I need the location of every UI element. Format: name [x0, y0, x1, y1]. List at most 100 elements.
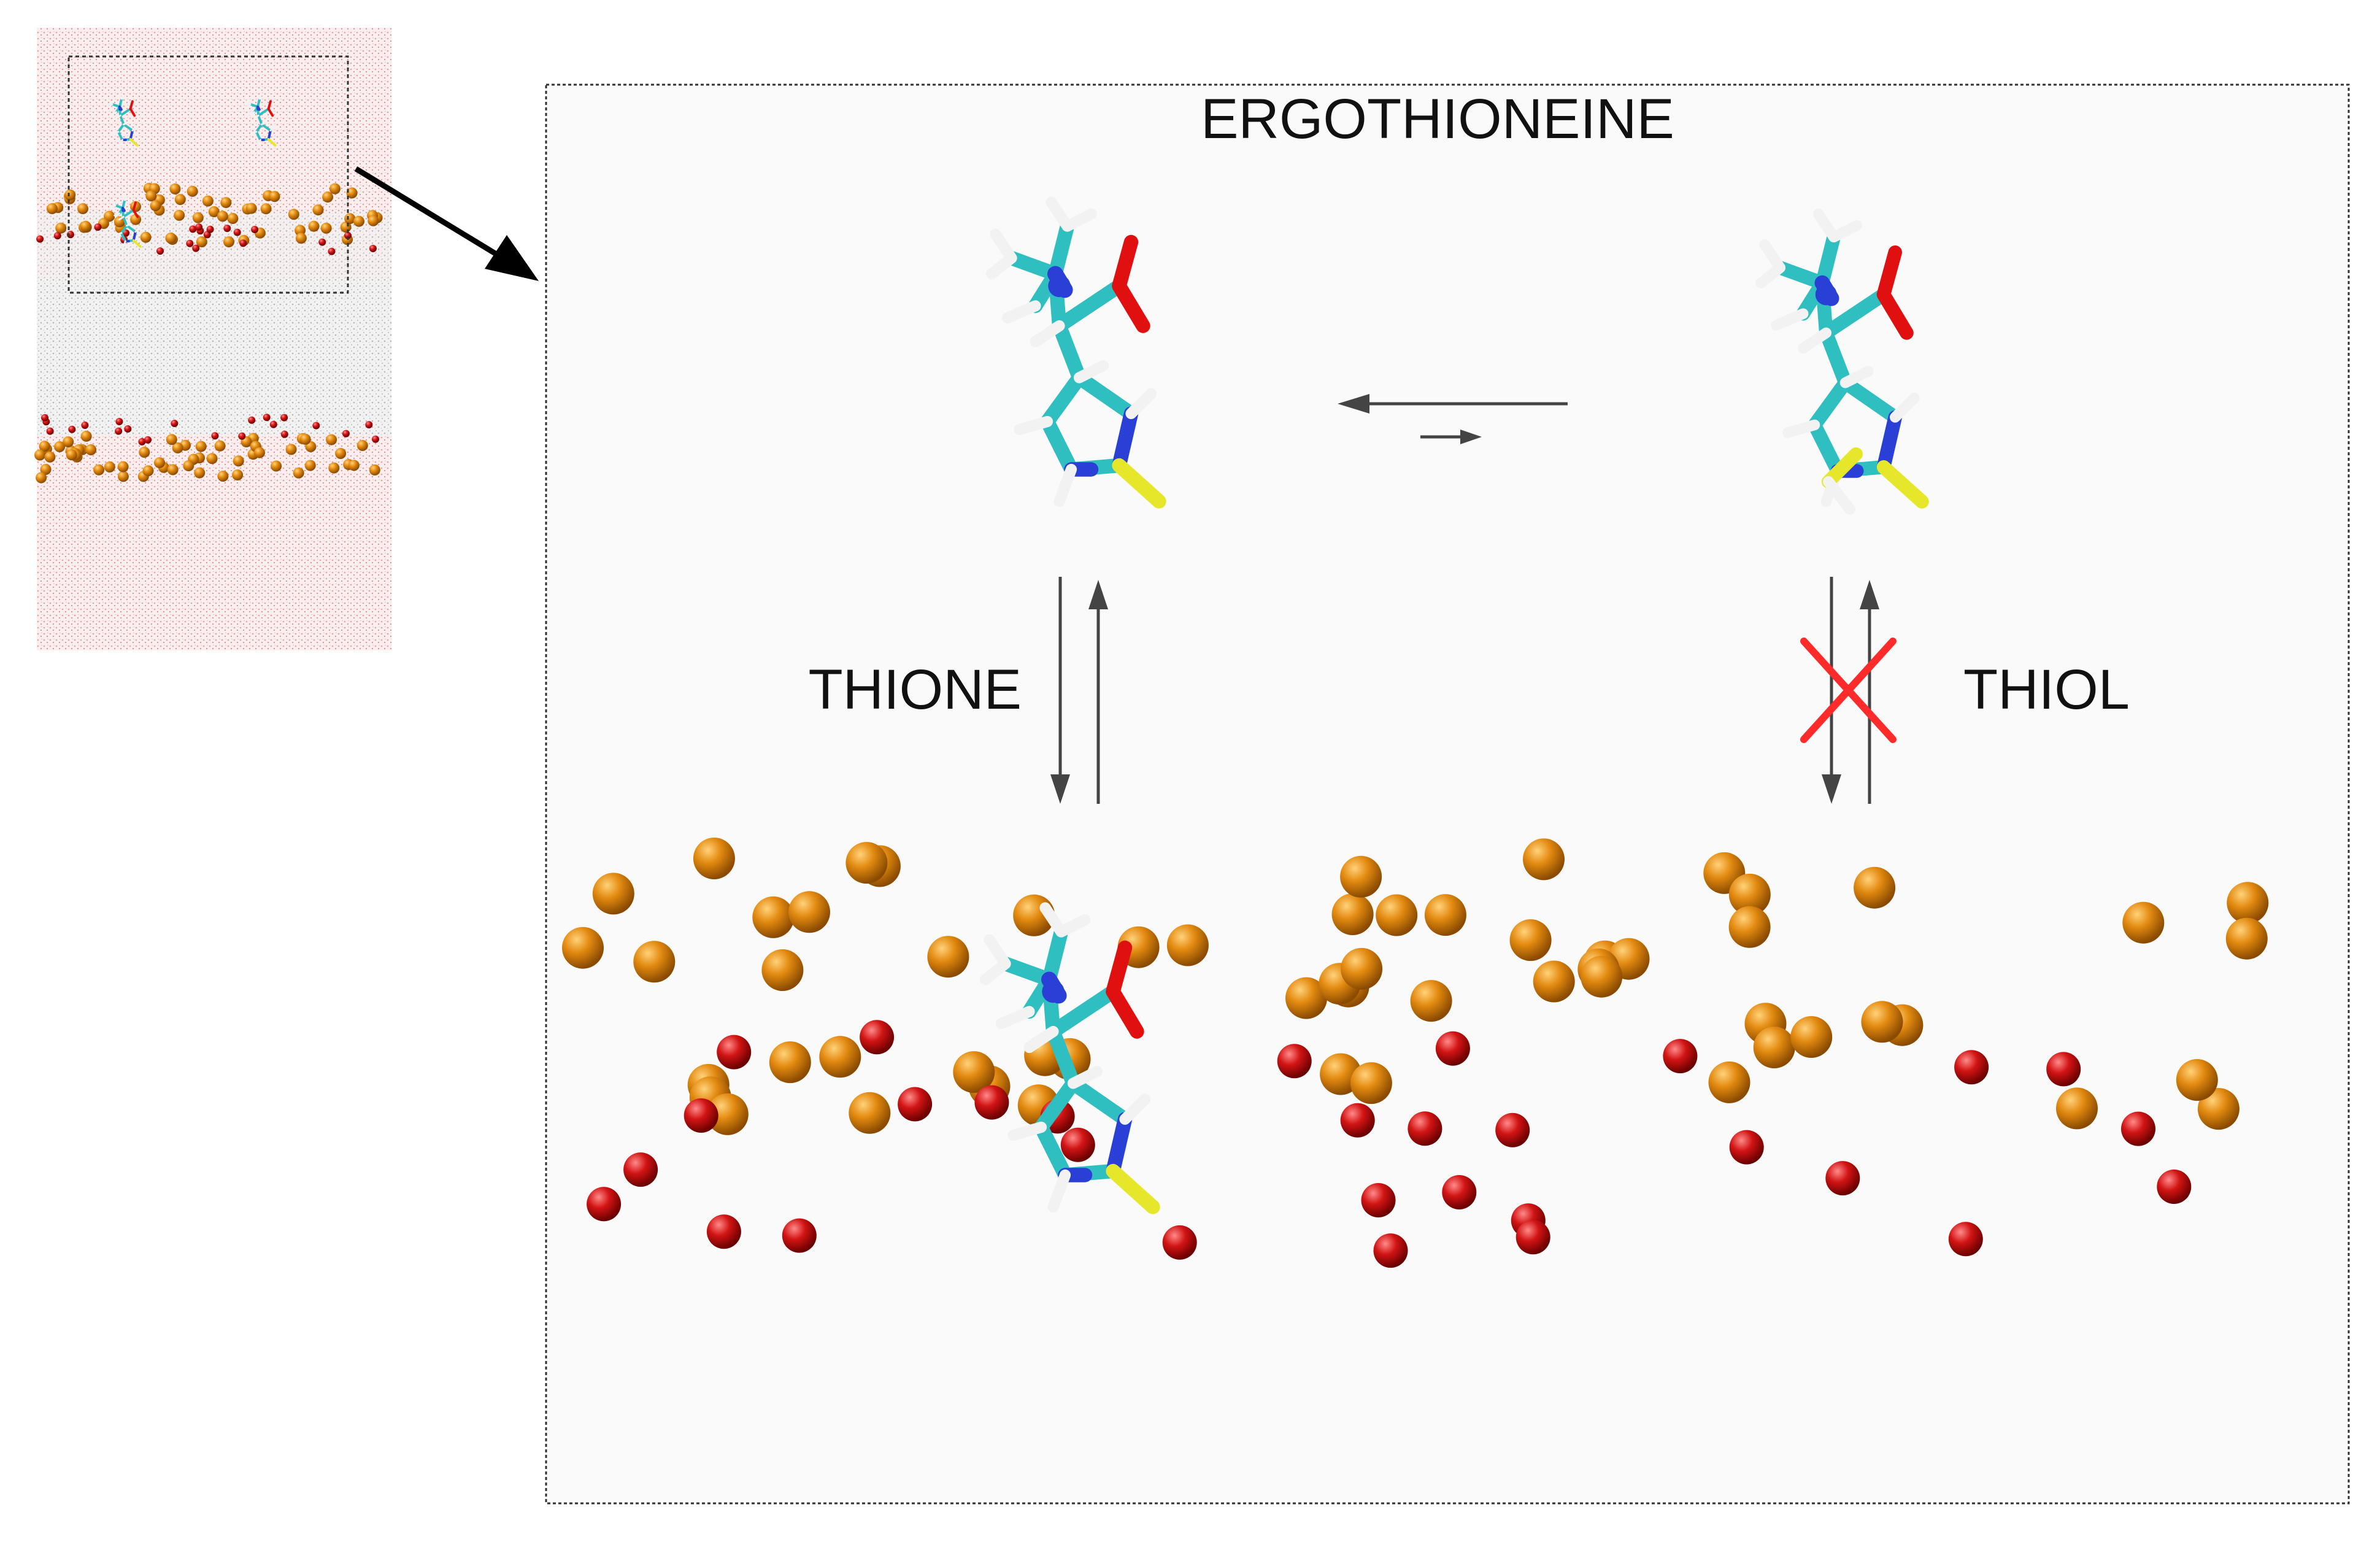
phosphate-bead — [1331, 893, 1374, 935]
phosphate-bead — [2122, 901, 2165, 944]
inset-oxygen-bead — [365, 421, 373, 429]
oxygen-bead — [1060, 1127, 1095, 1162]
inset-phosphate-bead — [93, 464, 105, 476]
inset-phosphate-bead — [335, 448, 347, 459]
inset-phosphate-bead — [34, 449, 45, 461]
inset-phosphate-bead — [233, 455, 244, 467]
thione-label: THIONE — [808, 658, 1022, 721]
inset-phosphate-bead — [220, 197, 232, 209]
oxygen-bead — [974, 1085, 1009, 1120]
oxygen-bead — [2121, 1111, 2155, 1146]
inset-oxygen-bead — [233, 228, 241, 236]
inset-oxygen-bead — [263, 414, 271, 422]
inset-phosphate-bead — [172, 442, 183, 453]
inset-oxygen-bead — [342, 430, 350, 438]
inset-phosphate-bead — [154, 457, 165, 469]
phosphate-bead — [849, 1092, 891, 1134]
phosphate-bead — [2176, 1059, 2218, 1101]
inset-oxygen-bead — [318, 238, 326, 246]
phosphate-bead — [1285, 977, 1327, 1019]
phosphate-bead — [1708, 1061, 1750, 1103]
inset-oxygen-bead — [206, 225, 214, 233]
oxygen-bead — [1277, 1044, 1312, 1079]
inset-phosphate-bead — [271, 460, 282, 472]
inset-oxygen-bead — [251, 226, 259, 233]
inset-phosphate-bead — [288, 209, 299, 220]
inset-phosphate-bead — [117, 461, 129, 472]
inset-phosphate-bead — [36, 472, 47, 484]
oxygen-bead — [1408, 1111, 1442, 1146]
inset-phosphate-bead — [167, 464, 179, 476]
thiol-insertion-arrows — [1822, 577, 1879, 804]
phosphate-bead — [2227, 882, 2269, 924]
panel-title: ERGOTHIONEINE — [1201, 88, 1674, 150]
phosphate-bead — [1523, 838, 1565, 881]
inset-oxygen-bead — [312, 422, 320, 430]
inset-lower-headgroups — [34, 414, 380, 484]
phosphate-bead — [592, 873, 634, 915]
inset-oxygen-bead — [372, 435, 379, 443]
oxygen-bead — [782, 1218, 817, 1253]
phosphate-bead — [1854, 866, 1896, 909]
inset-phosphate-bead — [308, 220, 320, 232]
arrow-icon — [354, 166, 539, 281]
oxygen-bead — [1442, 1175, 1477, 1209]
inset-phosphate-bead — [312, 204, 324, 216]
inset-oxygen-bead — [81, 422, 89, 429]
oxygen-bead — [898, 1087, 933, 1122]
inset-phosphate-bead — [114, 216, 125, 228]
phosphate-bead — [927, 936, 969, 978]
inset-oxygen-bead — [344, 231, 352, 239]
inset-oxygen-bead — [115, 418, 123, 425]
inset-oxygen-bead — [94, 223, 102, 231]
inset-phosphate-bead — [64, 189, 76, 201]
inset-oxygen-bead — [115, 427, 123, 435]
inset-phosphate-bead — [260, 203, 272, 215]
inset-oxygen-bead — [46, 427, 54, 435]
oxygen-bead — [706, 1214, 741, 1249]
inset-phosphate-bead — [208, 206, 220, 217]
inset-oxygen-bead — [238, 432, 246, 440]
phosphate-bead — [1166, 924, 1209, 966]
inset-phosphate-bead — [139, 447, 150, 458]
oxygen-bead — [1495, 1112, 1530, 1147]
phosphate-bead — [1410, 980, 1452, 1022]
phosphate-bead — [1509, 919, 1552, 962]
inset-oxygen-bead — [53, 232, 61, 240]
inset-phosphate-bead — [140, 231, 152, 243]
phosphate-bead — [953, 1051, 995, 1093]
inset-phosphate-bead — [77, 203, 88, 215]
inset-phosphate-bead — [346, 187, 358, 199]
inset-phosphate-bead — [85, 444, 97, 455]
inset-phosphate-bead — [293, 467, 304, 479]
inset-phosphate-bead — [328, 462, 340, 474]
inset-phosphate-bead — [80, 430, 92, 442]
inset-oxygen-bead — [68, 425, 76, 433]
inset-phosphate-bead — [348, 460, 360, 471]
oxygen-bead — [587, 1187, 622, 1222]
phosphate-bead — [769, 1041, 811, 1084]
inset-oxygen-bead — [41, 414, 48, 422]
oxygen-bead — [1948, 1222, 1983, 1257]
oxygen-bead — [1729, 1130, 1764, 1165]
inset-phosphate-bead — [145, 190, 157, 202]
inset-oxygen-bead — [269, 420, 277, 428]
zoom-panel-frame — [545, 83, 2350, 1505]
thiol-molecule — [1761, 214, 1922, 515]
inset-phosphate-bead — [254, 447, 265, 458]
inset-phosphate-bead — [55, 222, 67, 234]
phosphate-bead — [706, 1093, 749, 1135]
oxygen-bead — [717, 1035, 752, 1070]
inset-oxygen-bead — [223, 225, 231, 233]
oxygen-bead — [2157, 1170, 2192, 1204]
inset-phosphate-bead — [142, 465, 154, 477]
inset-oxygen-bead — [171, 420, 179, 427]
phosphate-bead — [2197, 1088, 2239, 1130]
red-cross-icon — [1800, 638, 1897, 743]
inset-phosphate-bead — [66, 449, 77, 461]
inset-phosphate-bead — [40, 464, 52, 475]
inset-phosphate-bead — [299, 433, 311, 445]
oxygen-bead — [1825, 1161, 1860, 1196]
inset-oxygen-bead — [280, 414, 288, 422]
inset-oxygen-bead — [211, 432, 219, 440]
